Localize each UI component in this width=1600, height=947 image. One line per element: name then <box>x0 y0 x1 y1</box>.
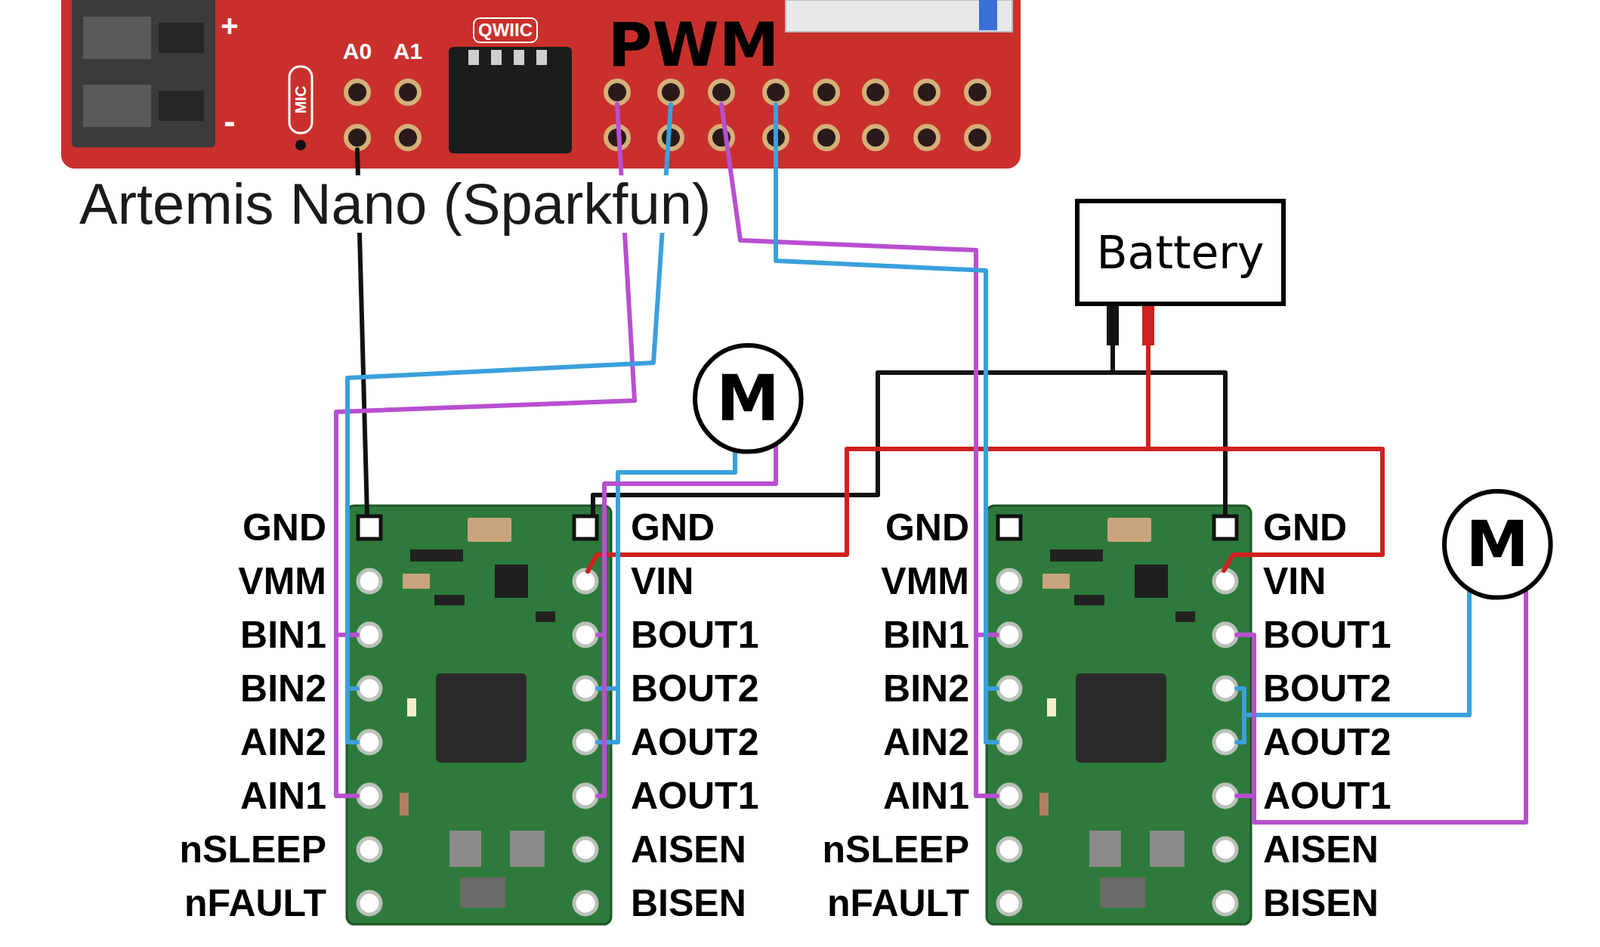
pin-label: AOUT2 <box>1261 722 1393 761</box>
battery-label: Battery <box>1096 227 1264 278</box>
motor-driver-board <box>986 505 1251 924</box>
battery-box: Battery <box>1074 198 1286 306</box>
motor-circle: M <box>691 342 805 455</box>
pin-label: AISEN <box>629 830 748 868</box>
pin-label: AOUT1 <box>629 776 760 815</box>
pin-label: BIN1 <box>238 615 328 654</box>
pin-label: BOUT2 <box>629 669 760 708</box>
pin-label: BOUT1 <box>629 615 760 654</box>
pin-label: nSLEEP <box>821 830 971 868</box>
module-shield <box>785 0 1013 32</box>
board-outline <box>61 0 1021 169</box>
pin-label: VMM <box>879 562 971 600</box>
battery-lead <box>1142 305 1155 346</box>
microcontroller-board: + - MIC A0 A1 QWIIC Artemis Nano (Sparkfun) <box>61 0 1021 242</box>
pin-label: AOUT1 <box>1261 776 1393 815</box>
motor-label: M <box>716 363 780 433</box>
pin-label: AISEN <box>1261 830 1381 868</box>
silkscreen-text: + <box>220 10 238 41</box>
pin-label: BIN2 <box>881 669 971 708</box>
pin-label: AIN2 <box>238 722 328 761</box>
battery-connector <box>71 0 216 148</box>
pin-label: nSLEEP <box>178 830 328 868</box>
pin-label: VIN <box>629 562 695 600</box>
pin-label: AIN1 <box>238 776 328 815</box>
pin-label: AIN1 <box>881 776 971 815</box>
pin-label: GND <box>883 508 971 547</box>
motor-circle: M <box>1441 488 1554 601</box>
pin-label: VIN <box>1261 562 1328 600</box>
motor-wire <box>1236 592 1526 822</box>
motor-wire <box>1236 592 1470 742</box>
board-caption: Artemis Nano (Sparkfun) <box>76 175 714 233</box>
motor-label: M <box>1465 509 1529 579</box>
pin-label: BISEN <box>1261 883 1381 922</box>
signal-note: PWM <box>608 15 779 76</box>
mic-hole <box>295 139 306 151</box>
ground-wire <box>593 345 1226 516</box>
silkscreen-text: QWIIC <box>478 21 533 40</box>
pin-name: A1 <box>393 40 423 63</box>
circle-outline <box>1444 491 1551 598</box>
pin-label: GND <box>629 508 717 547</box>
pin-name: A0 <box>342 40 372 63</box>
mic-outline <box>289 66 312 133</box>
pin-label: BOUT1 <box>1261 615 1393 654</box>
pin-label: AOUT2 <box>629 722 760 761</box>
pin-label: BIN2 <box>238 669 328 708</box>
pin-label: nFAULT <box>182 883 328 922</box>
qwiic-connector <box>448 18 572 154</box>
motor-driver-board <box>346 505 612 924</box>
pin-label: nFAULT <box>825 883 971 922</box>
component <box>979 0 998 31</box>
pin-label: BIN1 <box>881 615 971 654</box>
pwm-wire <box>775 104 998 742</box>
pin-label: VMM <box>236 562 328 600</box>
silkscreen-text: - <box>223 103 235 139</box>
pin-label: AIN2 <box>881 722 971 761</box>
circle-outline <box>694 345 802 452</box>
pin-label: BISEN <box>629 883 748 922</box>
pin-label: GND <box>240 508 328 547</box>
motor-wire <box>597 442 776 796</box>
battery-lead <box>1106 305 1119 346</box>
pin-label: GND <box>1261 508 1349 547</box>
pin-label: BOUT2 <box>1261 669 1393 708</box>
silkscreen-text: MIC <box>293 86 309 115</box>
